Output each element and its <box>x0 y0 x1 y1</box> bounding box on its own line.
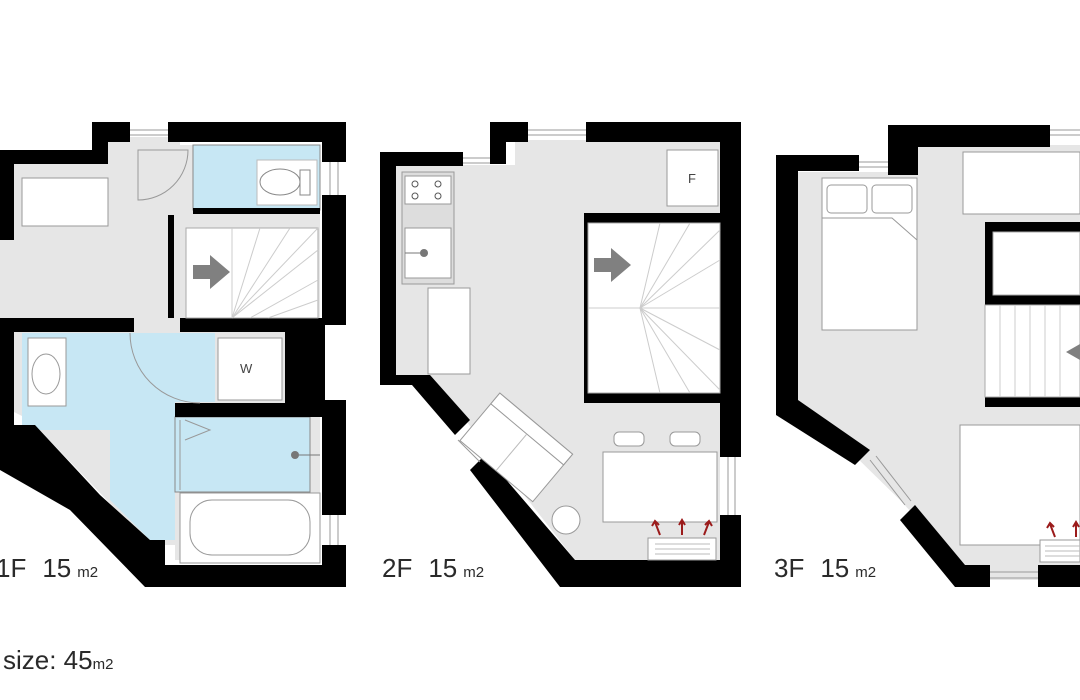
desk-3f <box>959 424 1080 546</box>
floor-area-1f: 15 <box>42 553 72 583</box>
floor-name-3f: 3F <box>774 553 805 583</box>
staircase-3f <box>984 304 1080 398</box>
wardrobe-3f <box>962 151 1080 215</box>
total-size-label: l size: 45 <box>0 645 93 675</box>
floor-area-3f: 15 <box>820 553 850 583</box>
plan-2f: F <box>380 122 741 587</box>
door-swing-1f <box>137 149 189 201</box>
stair-arrow-3f <box>1066 344 1080 360</box>
floor-label-2f: 2F 15 m2 <box>382 553 484 584</box>
side-table <box>551 505 581 535</box>
fridge-label: F <box>688 171 696 186</box>
floor-unit-1f: m2 <box>77 564 99 581</box>
plan-3f <box>776 125 1080 587</box>
floor-unit-3f: m2 <box>855 564 877 581</box>
total-size: l size: 45m2 <box>0 645 113 676</box>
floor-unit-2f: m2 <box>463 564 485 581</box>
cabinet-2f <box>427 287 471 375</box>
stove <box>404 175 452 205</box>
bathroom-area <box>22 333 215 540</box>
floor-name-2f: 2F <box>382 553 413 583</box>
floor-label-3f: 3F 15 m2 <box>774 553 876 584</box>
plan-1f: W <box>0 122 346 587</box>
fridge-box <box>666 149 719 207</box>
toilet-icon <box>259 168 301 196</box>
counter-1f <box>21 177 109 227</box>
washer-box <box>217 337 283 401</box>
washer-label: W <box>240 361 253 376</box>
shower-area <box>174 416 311 493</box>
stair-arrow-2f <box>594 248 631 282</box>
sofa <box>459 392 574 503</box>
floor-name-1f: 1F <box>0 553 27 583</box>
total-size-unit: m2 <box>92 656 114 673</box>
floor-label-1f: 1F 15 m2 <box>0 553 98 584</box>
stair-void-3f <box>992 231 1080 296</box>
dining-table <box>602 451 718 523</box>
stair-arrow-1f <box>193 255 230 289</box>
floor-area-2f: 15 <box>428 553 458 583</box>
shower-head <box>291 451 299 459</box>
